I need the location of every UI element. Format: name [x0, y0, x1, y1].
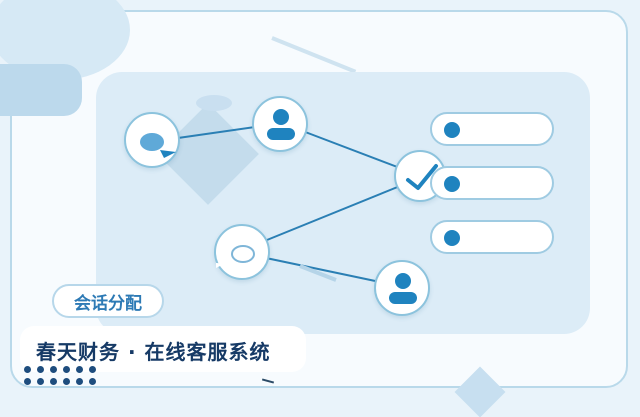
user-icon: [267, 109, 295, 140]
link-customer-to-agent: [265, 257, 381, 283]
checkmark-icon: [406, 164, 438, 190]
queue-dot: [444, 176, 460, 192]
agent-node-bottom: [374, 260, 430, 316]
page-title: 春天财务 · 在线客服系统: [36, 340, 271, 364]
link-agent-to-router: [299, 129, 401, 169]
decor-dot-grid: [24, 366, 104, 390]
title-banner: [20, 326, 306, 372]
customer-node: [214, 224, 270, 280]
queue-dot: [444, 122, 460, 138]
link-chat-to-agent: [177, 125, 263, 139]
link-shadow: [299, 264, 337, 282]
link-customer-to-router: [261, 185, 401, 243]
chat-bubble-icon: [140, 133, 176, 158]
queue-row: [430, 220, 554, 254]
chat-node: [124, 112, 180, 168]
decor-pill: [0, 64, 82, 116]
user-icon: [389, 273, 417, 304]
queue-dot: [444, 230, 460, 246]
agent-node-top: [252, 96, 308, 152]
chat-bubble-icon: [216, 245, 255, 268]
decor-ellipse: [196, 95, 232, 111]
queue-row: [430, 166, 554, 200]
connection-lines: [177, 125, 401, 283]
session-assignment-badge: 会话分配: [52, 284, 164, 318]
queue-row: [430, 112, 554, 146]
